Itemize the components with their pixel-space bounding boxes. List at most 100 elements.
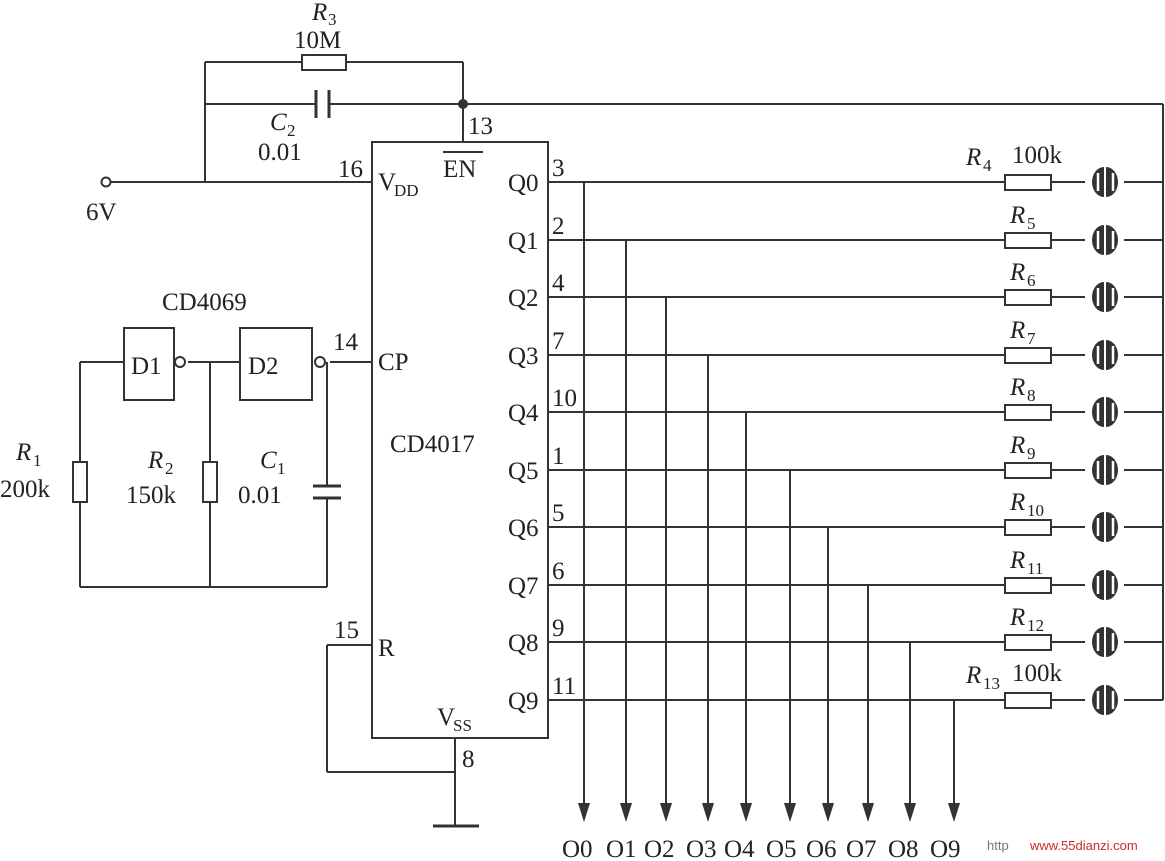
vdd-label-sub: DD (394, 181, 419, 200)
bus-arrow (822, 803, 834, 822)
led-resistor (1004, 174, 1052, 191)
vdd-pin-number: 16 (338, 156, 363, 183)
output-label: Q9 (508, 688, 539, 715)
resistor-sub: 8 (1027, 386, 1036, 405)
vss-pin-number: 8 (462, 746, 475, 773)
bus-arrow (862, 803, 874, 822)
resistor-ref: R (1009, 374, 1025, 401)
output-pin-number: 11 (552, 673, 576, 700)
resistor-ref: R (1009, 604, 1025, 631)
resistor-ref: R (965, 144, 981, 171)
led-resistor (1004, 577, 1052, 594)
cp-label: CP (378, 349, 409, 376)
resistor-ref: R (1009, 432, 1025, 459)
resistor-ref: R (1009, 259, 1025, 286)
resistor-r3 (301, 54, 347, 71)
en-pin-number: 13 (468, 113, 493, 140)
bus-arrow (578, 803, 590, 822)
r1-ref: R (15, 439, 31, 466)
cp-pin-number: 14 (333, 329, 359, 356)
output-label: Q6 (508, 515, 539, 542)
r2-ref: R (147, 447, 163, 474)
resistor-ref: R (1009, 317, 1025, 344)
r3-ref: R (311, 0, 327, 26)
vss-label: V (437, 704, 455, 731)
inverter-d2 (239, 327, 326, 401)
led-resistor (1004, 519, 1052, 536)
bus-arrow (784, 803, 796, 822)
r1-sub: 1 (33, 451, 42, 470)
resistor-ref: R (1009, 547, 1025, 574)
output-label: Q8 (508, 630, 539, 657)
en-label: EN (443, 156, 476, 183)
resistor-sub: 4 (983, 156, 992, 175)
bus-label: O9 (930, 836, 961, 861)
output-pin-number: 4 (552, 270, 565, 297)
bus-label: O6 (806, 836, 837, 861)
watermark-prefix: http (987, 838, 1009, 853)
c2-sub: 2 (287, 121, 296, 140)
resistor-sub: 6 (1027, 271, 1036, 290)
resistor-r2 (202, 461, 218, 503)
supply-terminal (100, 176, 112, 188)
inverter-d2-label: D2 (248, 353, 279, 380)
vdd-label: V (378, 169, 396, 196)
output-pin-number: 2 (552, 213, 565, 240)
c2-ref: C (270, 109, 287, 136)
vss-label-sub: SS (453, 716, 472, 735)
c1-value: 0.01 (238, 482, 282, 509)
output-pin-number: 3 (552, 155, 565, 182)
output-label: Q0 (508, 170, 539, 197)
resistor-ref: R (1009, 202, 1025, 229)
led-resistor (1004, 462, 1052, 479)
resistor-sub: 9 (1027, 444, 1036, 463)
output-label: Q4 (508, 400, 539, 427)
r2-value: 150k (126, 482, 177, 509)
bus-label: O8 (888, 836, 919, 861)
r1-value: 200k (0, 476, 51, 503)
bus-label: O0 (562, 836, 593, 861)
bus-label: O7 (846, 836, 877, 861)
inverter-d1-label: D1 (131, 353, 162, 380)
bus-arrow (660, 803, 672, 822)
static-wires (79, 61, 1164, 828)
output-pin-number: 10 (552, 385, 577, 412)
led-resistor (1004, 289, 1052, 306)
resistor-value: 100k (1012, 660, 1063, 687)
resistor-sub: 5 (1027, 214, 1036, 233)
r2-sub: 2 (165, 459, 174, 478)
output-label: Q3 (508, 343, 539, 370)
resistor-ref: R (965, 662, 981, 689)
c1-sub: 1 (277, 459, 286, 478)
output-label: Q5 (508, 458, 539, 485)
output-pin-number: 1 (552, 443, 565, 470)
output-label: Q2 (508, 285, 539, 312)
r-pin-number: 15 (334, 617, 359, 644)
bus-label: O3 (686, 836, 717, 861)
bus-label: O5 (766, 836, 797, 861)
resistor-sub: 10 (1027, 501, 1044, 520)
bus-arrow (948, 803, 960, 822)
bus-label: O1 (606, 836, 637, 861)
capacitor-c1 (313, 484, 341, 500)
junction-dot (458, 99, 468, 109)
output-pin-number: 5 (552, 500, 565, 527)
output-label: Q1 (508, 228, 539, 255)
c1-ref: C (260, 447, 277, 474)
r-label: R (378, 635, 395, 662)
resistor-sub: 12 (1027, 616, 1044, 635)
output-label: Q7 (508, 573, 539, 600)
output-pin-number: 6 (552, 558, 565, 585)
counter-chip (371, 141, 549, 739)
resistor-value: 100k (1012, 142, 1063, 169)
watermark-site: www.55dianzi.com (1029, 838, 1138, 853)
bus-arrow (702, 803, 714, 822)
resistor-sub: 7 (1027, 329, 1036, 348)
led-resistor (1004, 232, 1052, 249)
led-resistor (1004, 404, 1052, 421)
resistor-sub: 13 (983, 674, 1000, 693)
c2-value: 0.01 (258, 139, 302, 166)
resistor-sub: 11 (1027, 559, 1043, 578)
bus-arrow (740, 803, 752, 822)
